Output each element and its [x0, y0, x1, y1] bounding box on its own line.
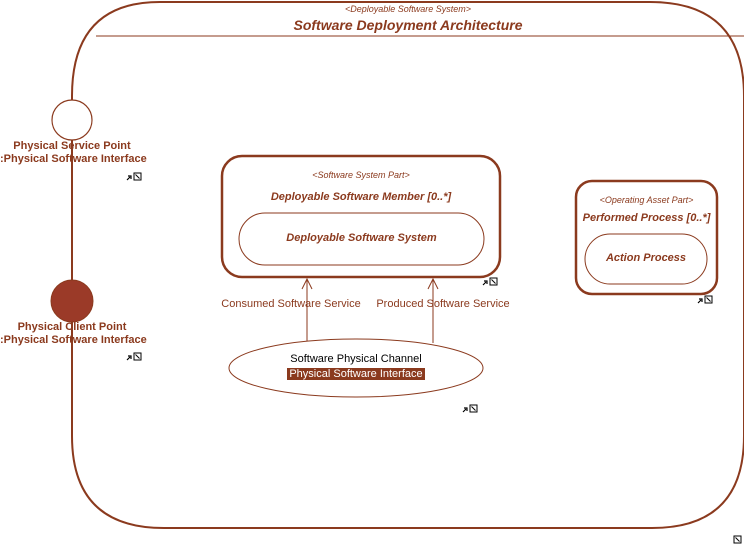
channel-type-wrap[interactable]: Physical Software Interface	[230, 368, 482, 381]
software-part-icons[interactable]	[482, 273, 498, 286]
physical-client-point-port[interactable]	[50, 279, 94, 323]
service-port-icons[interactable]	[126, 168, 142, 181]
consumed-arrowhead-icon	[301, 277, 313, 290]
asset-part-stereotype: <Operating Asset Part>	[599, 195, 694, 205]
link-arrow-icon	[462, 407, 468, 413]
client-port-name: Physical Client Point	[17, 321, 127, 333]
link-arrow-icon	[126, 355, 132, 361]
physical-service-point-port[interactable]	[51, 99, 93, 141]
asset-part-icons[interactable]	[697, 291, 713, 304]
link-arrow-icon	[126, 175, 132, 181]
system-stereotype: <Deployable Software System>	[344, 4, 472, 14]
asset-part-title: Performed Process [0..*]	[582, 212, 711, 224]
client-port-icons[interactable]	[126, 348, 142, 361]
action-process-node[interactable]	[584, 233, 708, 285]
action-process-label: Action Process	[605, 252, 687, 264]
channel-name: Software Physical Channel	[290, 353, 422, 365]
software-system-part-box[interactable]	[220, 154, 502, 279]
client-port-type: :Physical Software Interface	[0, 334, 147, 346]
produced-arrowhead-icon	[427, 277, 439, 290]
client-port-label[interactable]: Physical Client Point :Physical Software…	[0, 321, 147, 347]
consumed-service-label[interactable]: Consumed Software Service	[221, 298, 361, 310]
software-part-stereotype: <Software System Part>	[312, 170, 410, 180]
deployable-software-system-label: Deployable Software System	[286, 232, 437, 244]
service-port-name: Physical Service Point	[13, 140, 131, 152]
channel-icons[interactable]	[462, 400, 478, 413]
deployable-software-system-node[interactable]	[238, 212, 485, 266]
system-title: Software Deployment Architecture	[293, 17, 523, 33]
channel-type-label: Physical Software Interface	[287, 368, 425, 380]
link-arrow-icon	[697, 298, 703, 304]
system-frame[interactable]	[71, 1, 744, 529]
link-arrow-icon	[482, 280, 488, 286]
operating-asset-part-box[interactable]	[574, 179, 719, 296]
produced-service-label[interactable]: Produced Software Service	[376, 298, 510, 310]
software-part-title: Deployable Software Member [0..*]	[270, 191, 452, 203]
service-port-type: :Physical Software Interface	[0, 153, 147, 165]
frame-icons[interactable]	[733, 531, 742, 544]
service-port-label[interactable]: Physical Service Point :Physical Softwar…	[0, 140, 147, 166]
